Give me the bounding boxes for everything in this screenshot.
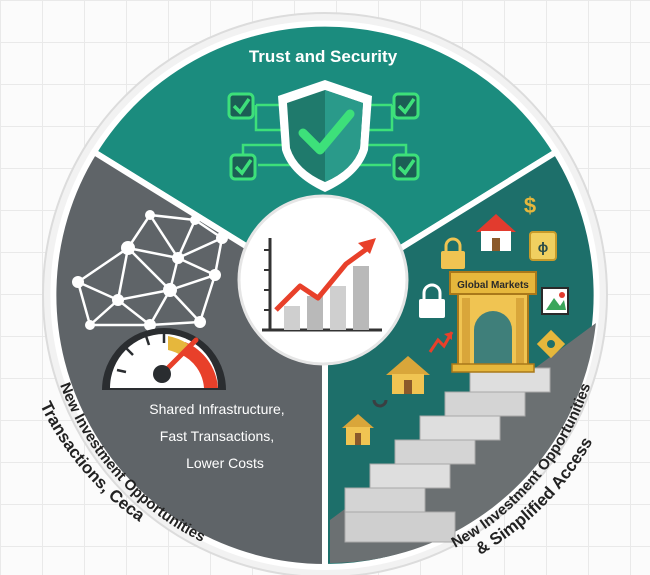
speedometer-icon <box>102 328 226 390</box>
checkbox-icon <box>229 153 257 181</box>
checkbox-icon <box>392 92 420 120</box>
checkbox-icon <box>227 92 255 120</box>
coin-icon <box>536 329 566 359</box>
left-body-line-1: Shared Infrastructure, <box>149 401 284 417</box>
left-body-line-3: Lower Costs <box>186 455 264 471</box>
up-arrow-icon <box>428 331 454 353</box>
house-icon <box>386 356 430 394</box>
dollar-icon: $ <box>524 193 536 218</box>
picture-frame-icon <box>541 287 569 315</box>
checkbox-icon <box>392 153 420 181</box>
network-icon <box>72 210 228 331</box>
padlock-icon <box>441 237 465 269</box>
segment-title-trust: Trust and Security <box>249 47 398 66</box>
shield-check-icon <box>278 80 372 192</box>
gate-sign: Global Markets <box>457 280 529 291</box>
center-circle <box>237 194 409 366</box>
coin-frame-icon: ɸ <box>529 231 557 261</box>
left-body-line-2: Fast Transactions, <box>160 428 274 444</box>
svg-text:$: $ <box>524 193 536 218</box>
house-icon <box>476 214 516 251</box>
svg-text:ɸ: ɸ <box>538 239 549 255</box>
growth-chart-icon <box>262 238 382 332</box>
house-icon <box>342 414 374 445</box>
gate-icon <box>449 271 537 373</box>
padlock-icon <box>419 283 445 318</box>
magnet-icon <box>372 399 388 408</box>
